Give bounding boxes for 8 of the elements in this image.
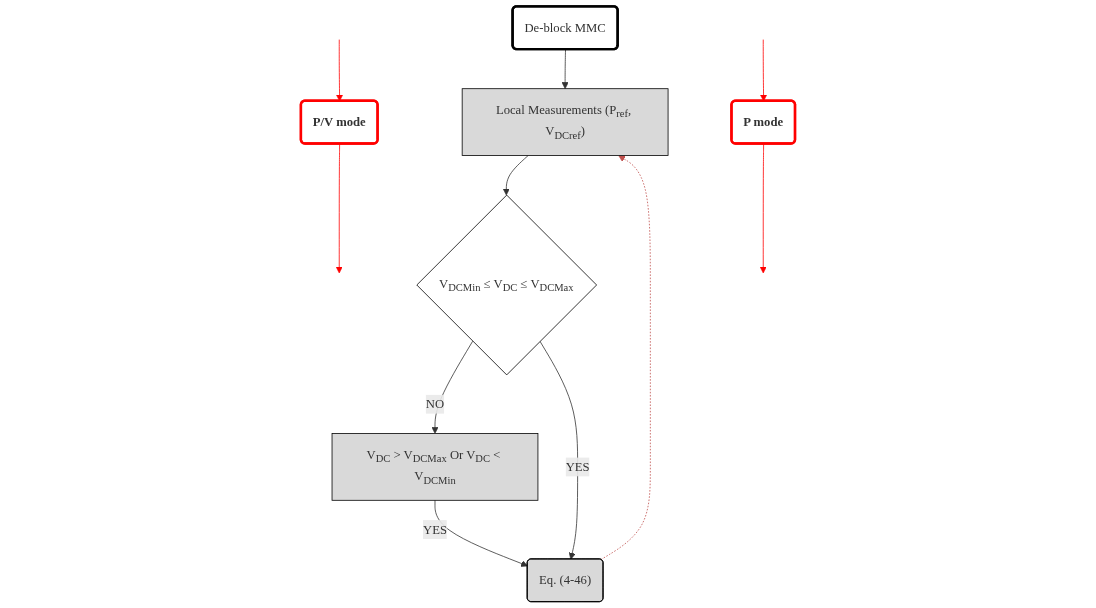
process-box: Local Measurements (P$_{ref}$, V$_{DC}$$_{ref}$) xyxy=(461,88,669,156)
process-box: Eq. (4-46) xyxy=(526,558,604,603)
edge-label: YES xyxy=(423,522,447,536)
process-box: P/V mode xyxy=(299,99,379,145)
edge-label: YES xyxy=(565,459,590,474)
process-box: De-block MMC xyxy=(511,5,619,51)
edge-label: NO xyxy=(425,397,445,411)
process-box: P mode xyxy=(730,99,797,145)
